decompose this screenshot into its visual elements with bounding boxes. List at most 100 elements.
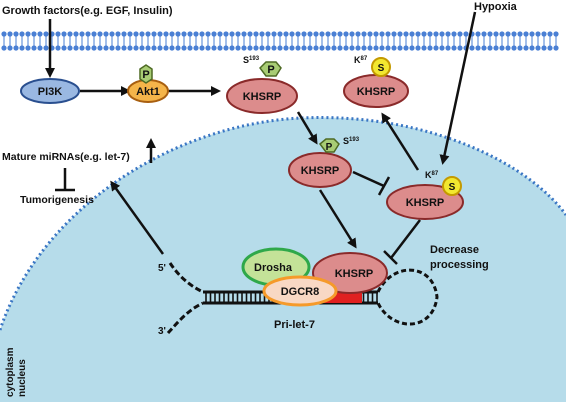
lipid-head — [529, 45, 535, 51]
lipid-head — [475, 45, 481, 51]
akt1-node: Akt1 — [127, 79, 169, 103]
lipid-head — [379, 45, 385, 51]
lipid-head — [235, 45, 241, 51]
lipid-head — [163, 45, 169, 51]
lipid-head — [517, 45, 523, 51]
lipid-head — [427, 31, 433, 37]
lipid-head — [163, 31, 169, 37]
lipid-head — [211, 45, 217, 51]
lipid-head — [391, 45, 397, 51]
lipid-head — [157, 31, 163, 37]
lipid-head — [79, 31, 85, 37]
lipid-head — [7, 31, 13, 37]
lipid-head — [127, 45, 133, 51]
lipid-head — [451, 31, 457, 37]
lipid-head — [19, 31, 25, 37]
lipid-head — [187, 45, 193, 51]
lipid-head — [481, 45, 487, 51]
lipid-head — [403, 45, 409, 51]
lipid-head — [211, 31, 217, 37]
lipid-head — [367, 45, 373, 51]
lipid-head — [61, 31, 67, 37]
khsrp-label: KHSRP — [243, 91, 282, 103]
lipid-head — [337, 45, 343, 51]
lipid-head — [457, 31, 463, 37]
khsrp-label: KHSRP — [335, 268, 374, 280]
lipid-head — [1, 45, 7, 51]
lipid-head — [469, 45, 475, 51]
phospho-label: P — [326, 142, 333, 153]
lipid-head — [355, 31, 361, 37]
lipid-head — [319, 31, 325, 37]
lipid-head — [337, 31, 343, 37]
lipid-head — [283, 31, 289, 37]
lipid-head — [109, 45, 115, 51]
lipid-head — [433, 31, 439, 37]
lipid-head — [85, 31, 91, 37]
lipid-head — [463, 31, 469, 37]
lipid-head — [541, 45, 547, 51]
lipid-head — [73, 45, 79, 51]
phospho-label: P — [267, 64, 274, 76]
lipid-head — [19, 45, 25, 51]
lipid-head — [85, 45, 91, 51]
lipid-head — [91, 45, 97, 51]
lipid-head — [523, 31, 529, 37]
lipid-head — [187, 31, 193, 37]
lipid-head — [493, 31, 499, 37]
lipid-head — [121, 31, 127, 37]
lipid-head — [199, 45, 205, 51]
lipid-head — [547, 45, 553, 51]
lipid-head — [193, 45, 199, 51]
lipid-head — [349, 45, 355, 51]
lipid-head — [115, 45, 121, 51]
akt1-label: Akt1 — [136, 86, 160, 98]
lipid-head — [157, 45, 163, 51]
inhibition-sumo-complex — [383, 219, 421, 265]
lipid-head — [253, 45, 259, 51]
lipid-head — [277, 45, 283, 51]
lipid-head — [31, 31, 37, 37]
lipid-head — [367, 31, 373, 37]
lipid-head — [145, 45, 151, 51]
lipid-head — [43, 31, 49, 37]
lipid-head — [313, 45, 319, 51]
lipid-head — [343, 45, 349, 51]
lipid-head — [175, 45, 181, 51]
lipid-head — [133, 45, 139, 51]
lipid-head — [223, 45, 229, 51]
hypoxia-label: Hypoxia — [474, 1, 518, 13]
lipid-head — [379, 31, 385, 37]
lipid-head — [373, 45, 379, 51]
lipid-head — [511, 45, 517, 51]
five-prime-label: 5' — [158, 263, 166, 274]
lipid-head — [409, 31, 415, 37]
lipid-head — [223, 31, 229, 37]
khsrp-label: KHSRP — [357, 86, 396, 98]
lipid-head — [319, 45, 325, 51]
k87-site: K87 — [354, 55, 368, 65]
lipid-head — [139, 31, 145, 37]
lipid-head — [193, 31, 199, 37]
lipid-head — [133, 31, 139, 37]
lipid-head — [445, 45, 451, 51]
lipid-head — [169, 31, 175, 37]
lipid-head — [169, 45, 175, 51]
lipid-head — [343, 31, 349, 37]
lipid-head — [259, 45, 265, 51]
lipid-head — [181, 31, 187, 37]
lipid-head — [241, 45, 247, 51]
lipid-head — [289, 31, 295, 37]
khsrp-phospho-cytoplasm: KHSRP P S193 — [226, 55, 298, 114]
inhibition-tumorigenesis — [55, 168, 75, 192]
khsrp-to-complex-arrow — [318, 189, 357, 249]
lipid-head — [385, 45, 391, 51]
lipid-head — [199, 31, 205, 37]
lipid-head — [265, 31, 271, 37]
lipid-head — [145, 31, 151, 37]
lipid-head — [481, 31, 487, 37]
lipid-head — [229, 31, 235, 37]
lipid-head — [37, 31, 43, 37]
inhibition-khsrp-sumo — [352, 170, 391, 196]
lipid-head — [547, 31, 553, 37]
